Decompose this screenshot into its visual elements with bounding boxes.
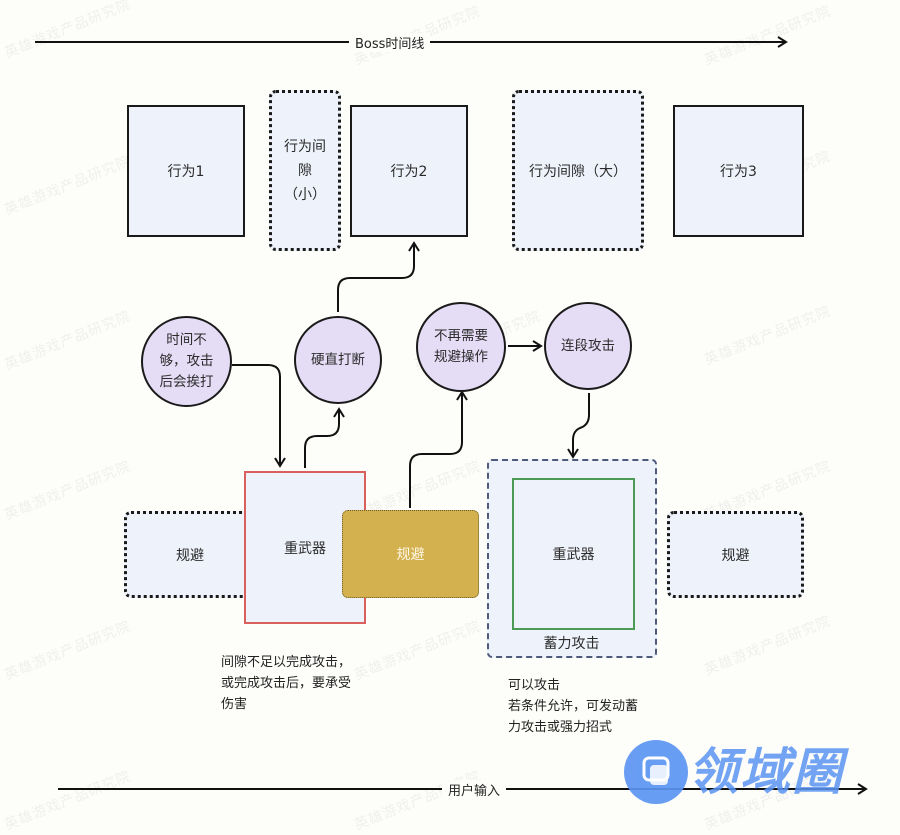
logo-text: 领域圈 [688,743,844,801]
boss-action-1: 行为1 [127,105,245,237]
heavy-weapon-1: 重武器 [244,471,366,624]
boss-gap-large: 行为间隙（大） [512,90,644,251]
arrow-not-enough-time-to-heavy-weapon [232,364,286,468]
circle-not-enough-time: 时间不 够，攻击 后会挨打 [141,316,232,407]
boss-action-2: 行为2 [350,105,468,237]
circle-combo-attack: 连段攻击 [544,302,632,390]
circle-stagger-interrupt: 硬直打断 [294,316,382,404]
heavy-weapon-2: 重武器 [512,478,635,630]
charge-attack-group: 重武器 蓄力攻击 [487,459,657,658]
note-can-attack: 可以攻击 若条件允许，可发动蓄 力攻击或强力招式 [508,678,639,735]
user-timeline-label: 用户输入 [442,780,507,799]
boss-timeline-label: Boss时间线 [349,33,431,52]
dodge-right: 规避 [667,511,804,598]
arrow-dodge-to-no-dodge-needed [409,390,468,508]
arrow-combo-to-charge [567,393,590,459]
charge-attack-label: 蓄力攻击 [543,636,600,652]
boss-action-3: 行为3 [673,105,804,237]
note-insufficient-gap: 间隙不足以完成攻击， 或完成攻击后，要承受 伤害 [221,655,352,712]
logo-icon [642,756,670,785]
logo-badge [624,740,688,804]
circle-no-dodge-needed: 不再需要 规避操作 [416,302,506,392]
arrow-stagger-to-action2 [337,241,420,312]
boss-gap-small: 行为间 隙 （小） [269,90,341,251]
arrow-heavy-weapon-to-stagger [304,407,345,468]
dodge-highlight: 规避 [342,510,479,598]
dodge-left: 规避 [124,511,256,598]
